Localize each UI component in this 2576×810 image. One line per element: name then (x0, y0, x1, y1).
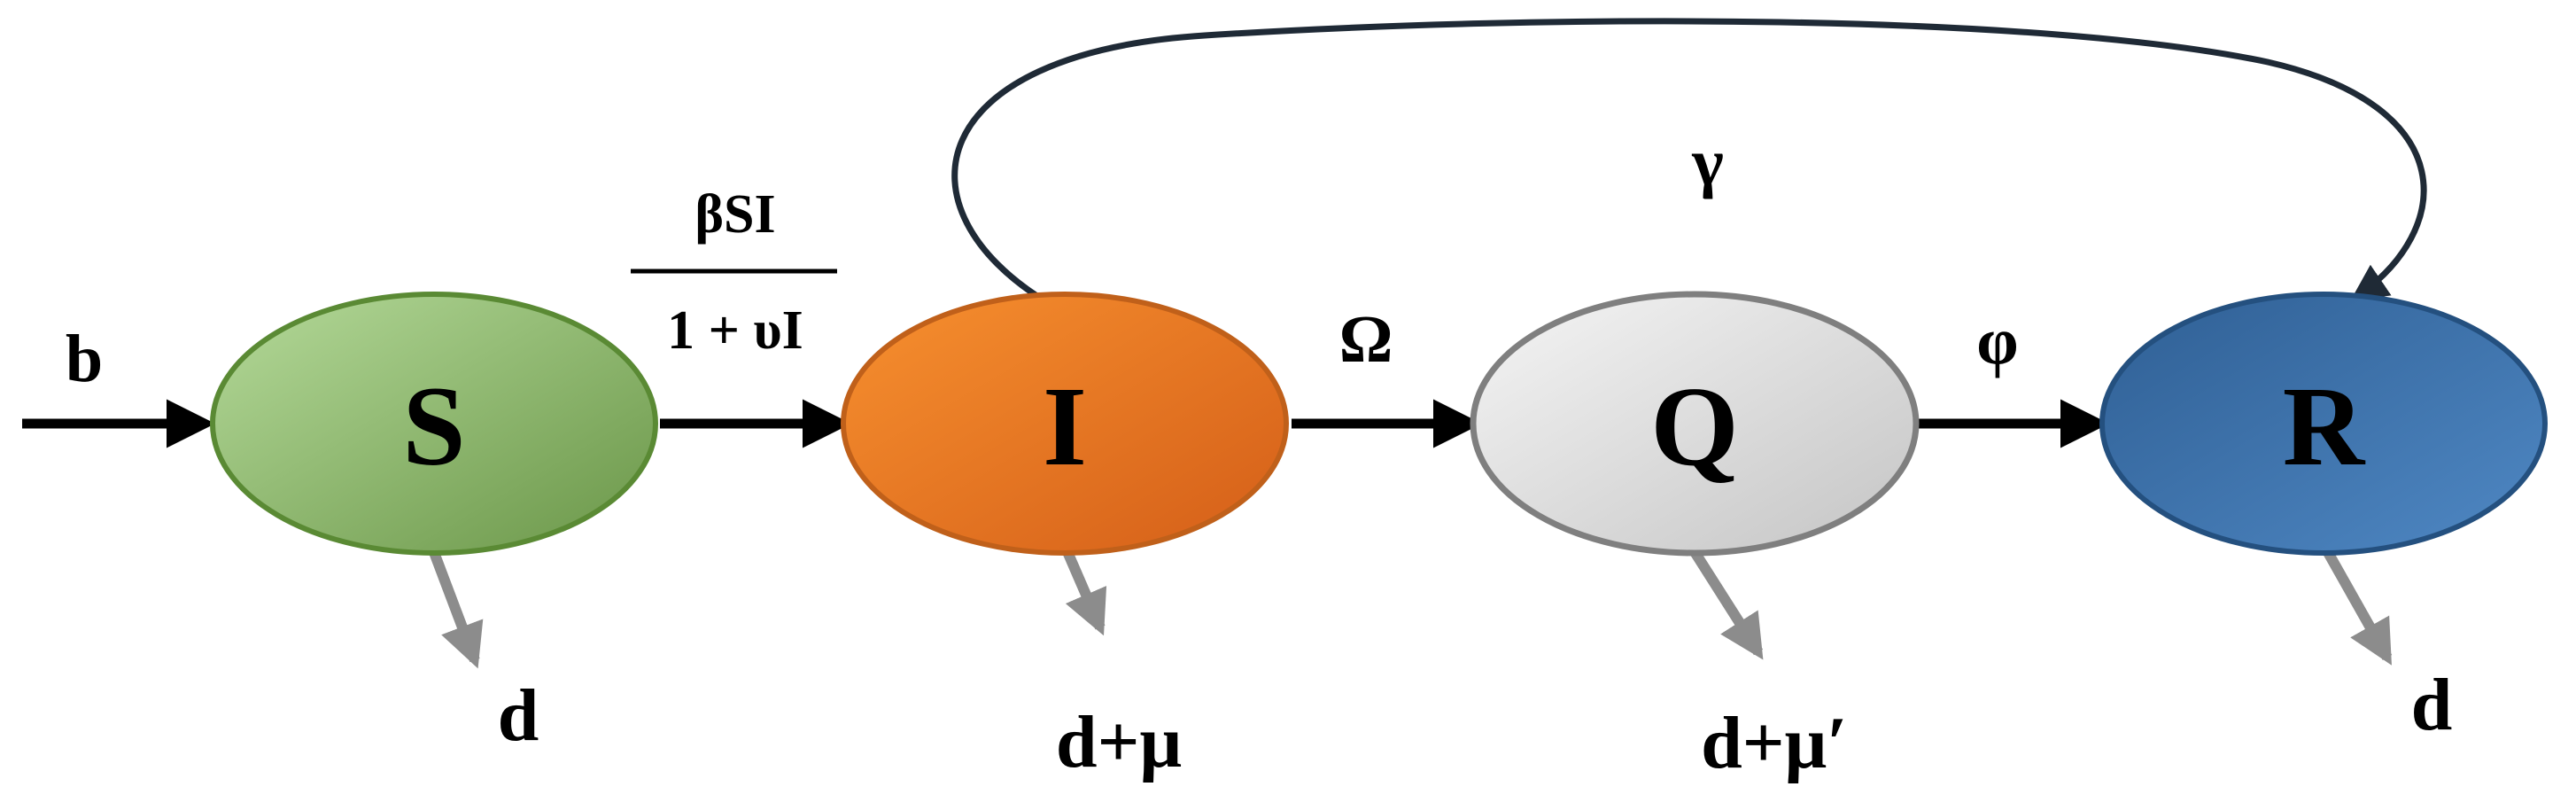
node-r-label: R (2283, 363, 2366, 489)
outflow-label-q: d+μ′ (1701, 702, 1848, 784)
node-s-label: S (402, 363, 465, 489)
death-arrow-s (427, 545, 484, 669)
label-phi: φ (1976, 304, 2018, 378)
node-i: I (841, 292, 1289, 556)
label-b: b (66, 322, 103, 396)
outflow-label-s: d (498, 674, 539, 757)
node-q-label: Q (1650, 363, 1739, 489)
death-arrow-r (2320, 545, 2393, 666)
death-arrow-i (1060, 545, 1107, 636)
outflow-label-i: d+μ (1056, 701, 1182, 783)
death-arrow-q (1687, 544, 1764, 660)
label-gamma: γ (1691, 125, 1724, 199)
loop-arrow-i-to-r (951, 18, 2427, 304)
outflow-label-r: d (2411, 664, 2453, 746)
label-beta-si: βSI (694, 184, 775, 245)
node-i-label: I (1043, 363, 1087, 489)
node-r: R (2099, 292, 2548, 556)
label-omega: Ω (1339, 302, 1393, 377)
label-one-plus-upsilon-i: 1 + υI (667, 300, 803, 361)
node-q: Q (1470, 291, 1920, 557)
node-s: S (210, 292, 658, 556)
